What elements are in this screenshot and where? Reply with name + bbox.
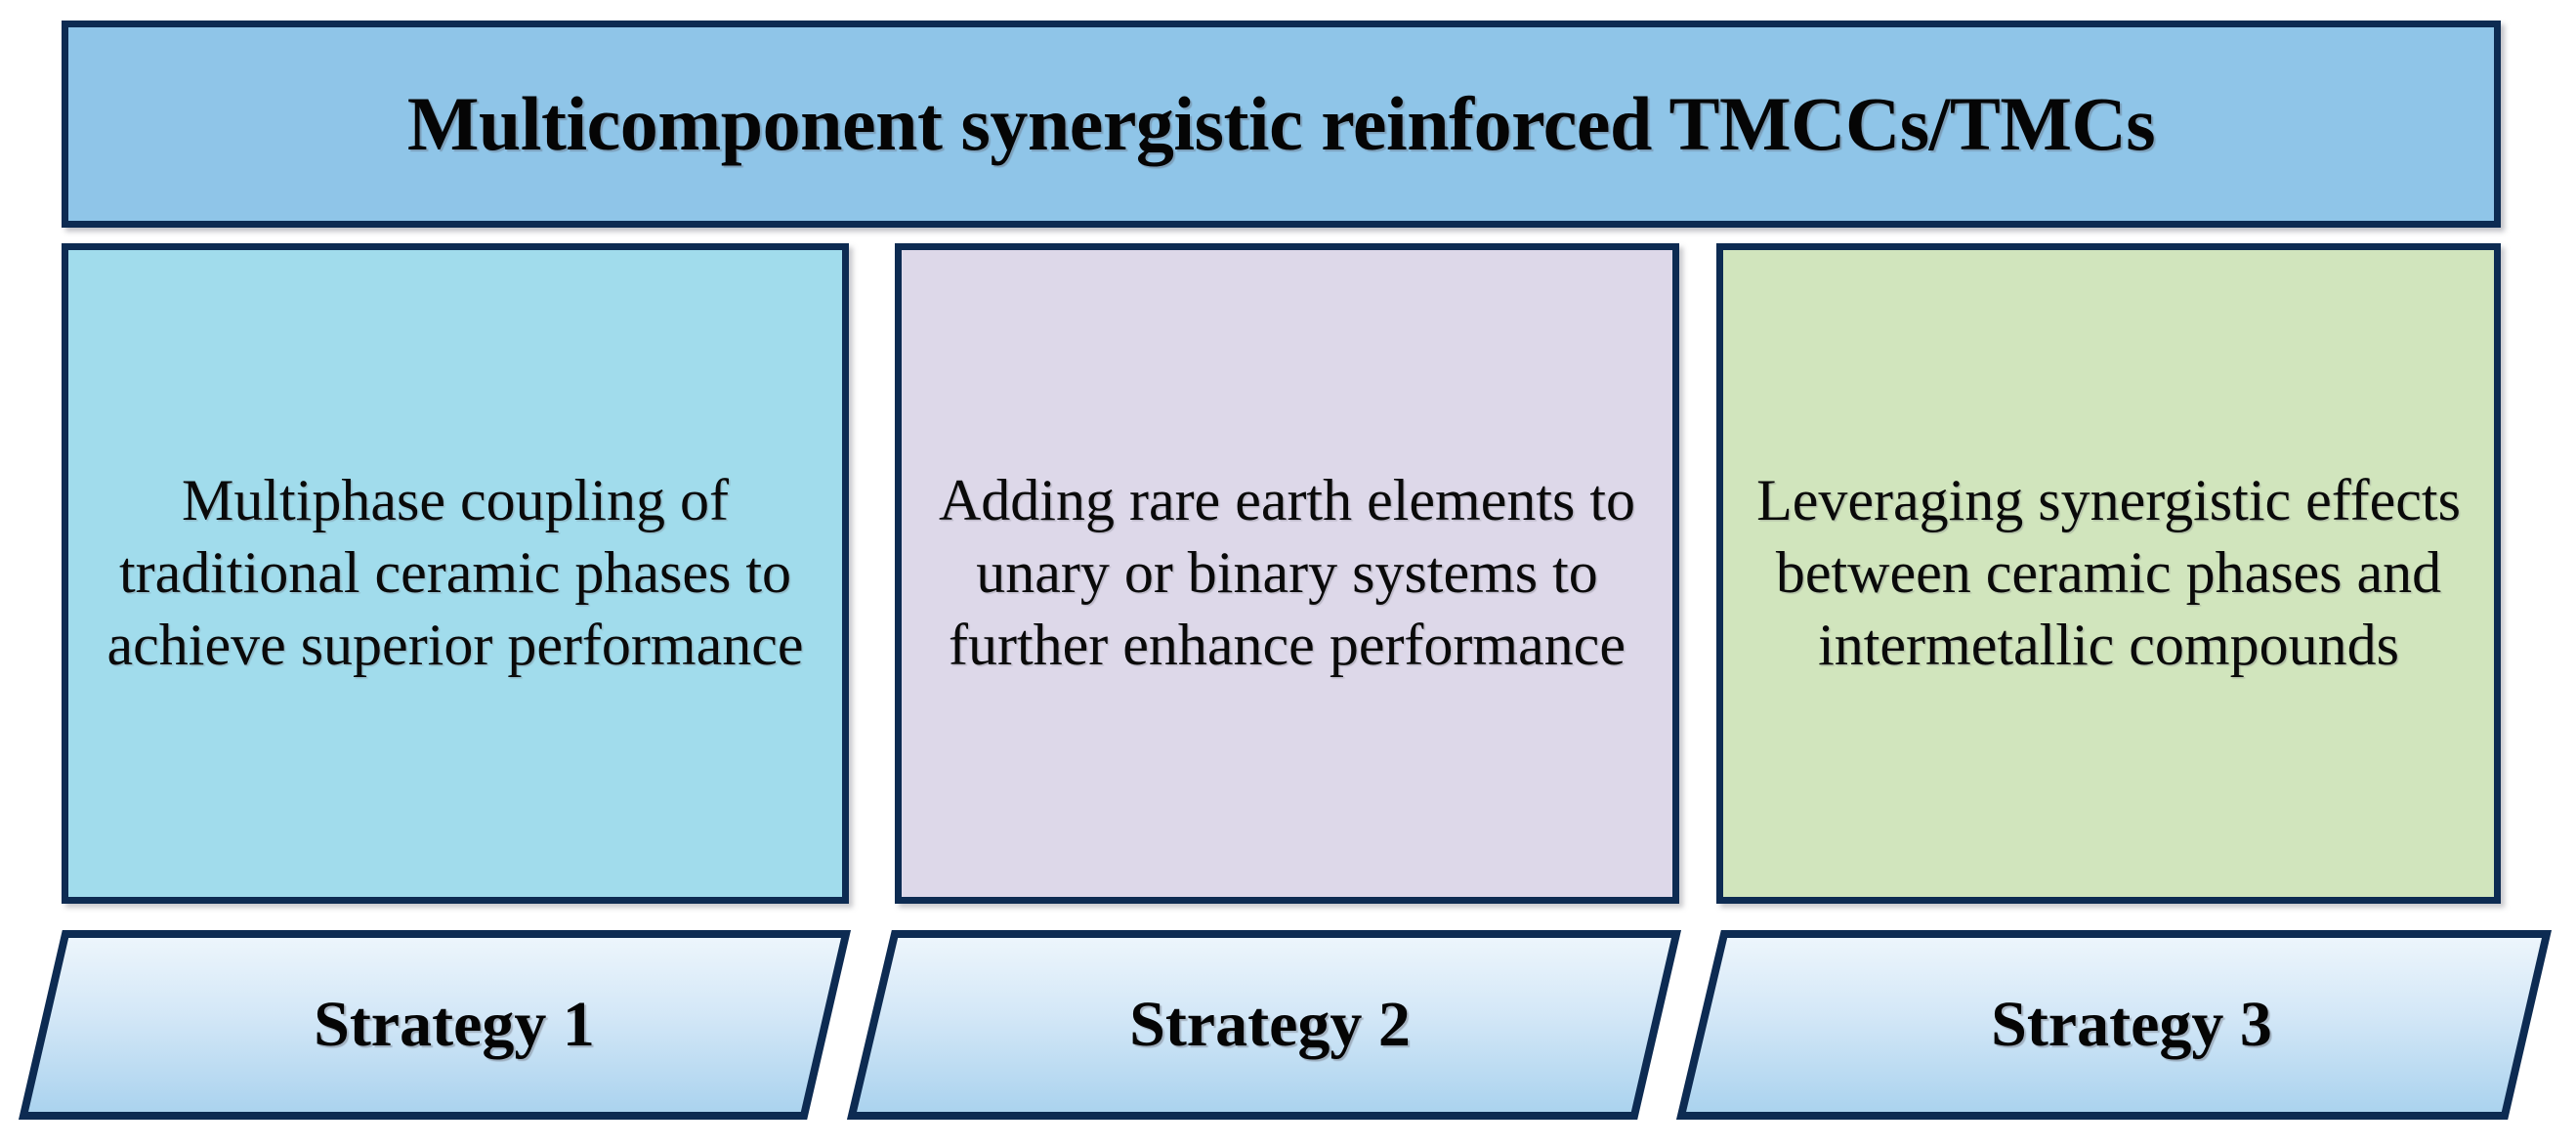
strategy-banner-row: Strategy 1 Strategy 2 xyxy=(0,930,2576,1147)
header-banner: Multicomponent synergistic reinforced TM… xyxy=(62,21,2501,228)
content-box-strategy-1: Multiphase coupling of traditional ceram… xyxy=(62,243,849,904)
content-text-strategy-3: Leveraging synergistic effects between c… xyxy=(1756,468,2461,677)
strategy-banner-3: Strategy 3 xyxy=(1675,930,2553,1120)
strategy-banner-1: Strategy 1 xyxy=(18,930,852,1120)
strategy-banner-2-shape xyxy=(846,930,1682,1120)
strategy-banner-2: Strategy 2 xyxy=(846,930,1682,1120)
content-box-row: Multiphase coupling of traditional ceram… xyxy=(0,243,2576,904)
content-box-strategy-3: Leveraging synergistic effects between c… xyxy=(1716,243,2501,904)
strategy-banner-1-shape xyxy=(18,930,852,1120)
header-title: Multicomponent synergistic reinforced TM… xyxy=(406,81,2156,166)
strategy-banner-3-shape xyxy=(1675,930,2553,1120)
content-text-strategy-1: Multiphase coupling of traditional ceram… xyxy=(106,468,804,677)
content-box-strategy-2: Adding rare earth elements to unary or b… xyxy=(895,243,1679,904)
content-text-strategy-2: Adding rare earth elements to unary or b… xyxy=(938,468,1636,677)
